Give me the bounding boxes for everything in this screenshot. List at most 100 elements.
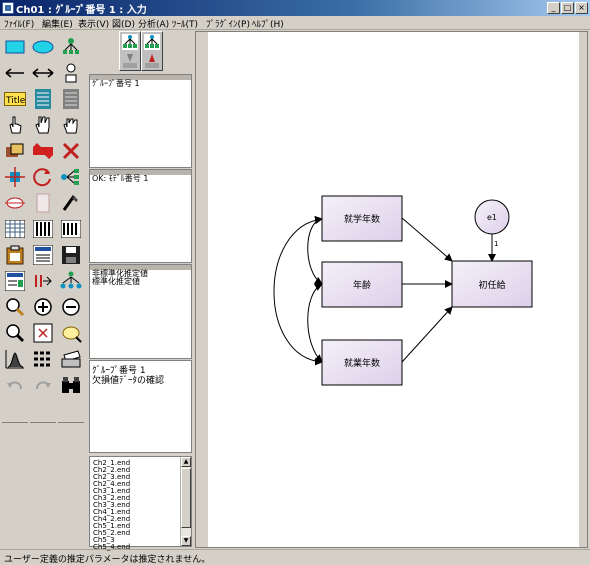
menu-analyze[interactable]: 分析(A)	[138, 20, 170, 30]
touch-up-tool[interactable]	[58, 191, 84, 214]
list-item[interactable]: Ch2_3.end	[93, 473, 131, 481]
save-tool[interactable]	[58, 243, 84, 266]
status-text: ユーザー定義の推定パラメータは推定されません。	[4, 555, 211, 565]
select-all-tool[interactable]	[30, 113, 56, 136]
groups-panel: ｸﾞﾙｰﾌﾟ番号 1	[89, 74, 192, 168]
scroll-thumb[interactable]	[181, 468, 191, 528]
object-properties-tool[interactable]	[2, 269, 28, 292]
scroll-down-arrow[interactable]: ▼	[181, 536, 191, 546]
list-dataset-variables-tool[interactable]	[58, 87, 84, 110]
title-tool-label: Title	[5, 96, 26, 106]
menu-file[interactable]: ﾌｧｲﾙ(F)	[4, 20, 35, 30]
change-shape-tool[interactable]	[2, 165, 28, 188]
view-input-button[interactable]	[119, 31, 141, 71]
list-item[interactable]: Ch2_4.end	[93, 480, 131, 488]
node-education	[321, 195, 403, 242]
list-item[interactable]: Ch3_1.end	[93, 487, 131, 495]
specification-search-tool[interactable]	[58, 373, 84, 396]
minimize-button[interactable]: _	[547, 2, 560, 14]
select-one-tool[interactable]	[2, 113, 28, 136]
scroll-tool[interactable]	[30, 191, 56, 214]
groups-item[interactable]: ｸﾞﾙｰﾌﾟ番号 1	[92, 79, 140, 88]
list-variables-tool[interactable]	[30, 87, 56, 110]
menu-help[interactable]: ﾍﾙﾌﾟ(H)	[252, 20, 284, 30]
files-scrollbar[interactable]: ▲ ▼	[180, 457, 191, 546]
view-output-button[interactable]	[141, 31, 163, 71]
list-item[interactable]: Ch2_1.end	[93, 459, 131, 467]
models-panel: OK: ﾓﾃﾞﾙ番号 1	[89, 169, 192, 263]
clipboard-tool[interactable]	[2, 243, 28, 266]
estimates-panel-bar	[90, 265, 191, 270]
drawing-area[interactable]: 就学年数 年齢 就業年数 初任給 e1 1	[208, 32, 579, 547]
data-files-tool[interactable]	[2, 217, 28, 240]
models-item[interactable]: OK: ﾓﾃﾞﾙ番号 1	[92, 174, 149, 183]
redo-tool[interactable]	[30, 373, 56, 396]
node-tenure	[321, 339, 403, 386]
path-diagram: 就学年数 年齢 就業年数 初任給 e1 1	[273, 195, 533, 386]
move-tool[interactable]	[30, 139, 56, 162]
label-education: 就学年数	[344, 213, 380, 225]
list-item[interactable]: Ch3_3.end	[93, 501, 131, 509]
menu-diagram[interactable]: 図(D)	[112, 20, 135, 30]
rotate-tool[interactable]	[30, 165, 56, 188]
title-tool[interactable]: Title	[2, 87, 28, 110]
node-error	[474, 199, 510, 235]
zoom-out-tool[interactable]	[58, 295, 84, 318]
zoom-in-tool[interactable]	[30, 295, 56, 318]
status-bar: ユーザー定義の推定パラメータは推定されません。	[0, 549, 590, 565]
list-item[interactable]: Ch5_1.end	[93, 522, 131, 530]
menu-edit[interactable]: 編集(E)	[42, 20, 73, 30]
unstandardized-option[interactable]: 非標準化推定値	[92, 269, 148, 278]
rectangle-tool[interactable]	[2, 35, 28, 58]
fit-to-page-tool[interactable]	[30, 321, 56, 344]
double-arrow-tool[interactable]	[30, 61, 56, 84]
menu-bar: ﾌｧｲﾙ(F) 編集(E) 表示(V) 図(D) 分析(A) ﾂｰﾙ(T) ﾌﾟ…	[0, 16, 590, 30]
unique-variable-tool[interactable]	[58, 61, 84, 84]
indicator-tool[interactable]	[58, 35, 84, 58]
menu-view[interactable]: 表示(V)	[78, 20, 110, 30]
preserve-symmetries-tool[interactable]	[58, 269, 84, 292]
models-panel-bar	[90, 170, 191, 175]
toolbox-scroll-1[interactable]	[2, 422, 28, 429]
move-parameter-tool[interactable]	[2, 191, 28, 214]
print-tool[interactable]	[58, 347, 84, 370]
list-item[interactable]: Ch5_3	[93, 536, 115, 544]
groups-panel-bar	[90, 75, 191, 80]
text-output-tool[interactable]	[30, 243, 56, 266]
menu-tools[interactable]: ﾂｰﾙ(T)	[172, 20, 199, 30]
list-item[interactable]: Ch4_1.end	[93, 508, 131, 516]
list-item[interactable]: Ch5_4.end	[93, 543, 131, 551]
maximize-button[interactable]: □	[561, 2, 574, 14]
deselect-all-tool[interactable]	[58, 113, 84, 136]
list-item[interactable]: Ch4_2.end	[93, 515, 131, 523]
reflect-tool[interactable]	[58, 165, 84, 188]
menu-plugins[interactable]: ﾌﾟﾗｸﾞｲﾝ(P)	[206, 20, 250, 30]
analysis-properties-tool[interactable]	[30, 217, 56, 240]
undo-tool[interactable]	[2, 373, 28, 396]
estimates-panel: 非標準化推定値 標準化推定値	[89, 264, 192, 359]
scroll-up-arrow[interactable]: ▲	[181, 457, 191, 467]
covariance-education-age	[307, 216, 323, 285]
standardized-option[interactable]: 標準化推定値	[92, 277, 140, 286]
toolbox-scroll-3[interactable]	[58, 422, 84, 429]
erase-tool[interactable]	[58, 139, 84, 162]
close-button[interactable]: ×	[575, 2, 588, 14]
zoom-page-tool[interactable]	[2, 321, 28, 344]
message-line-2: 欠損値ﾃﾞｰﾀの確認	[92, 376, 165, 386]
zoom-select-tool[interactable]	[2, 295, 28, 318]
files-list[interactable]: Ch2_1.end Ch2_2.end Ch2_3.end Ch2_4.end …	[89, 456, 192, 551]
duplicate-tool[interactable]	[2, 139, 28, 162]
multiple-group-tool[interactable]	[30, 347, 56, 370]
list-item[interactable]: Ch5_2.end	[93, 529, 131, 537]
node-age	[321, 261, 403, 308]
ellipse-tool[interactable]	[30, 35, 56, 58]
list-item[interactable]: Ch3_2.end	[93, 494, 131, 502]
loupe-tool[interactable]	[58, 321, 84, 344]
calculate-estimates-tool[interactable]	[58, 217, 84, 240]
single-arrow-tool[interactable]	[2, 61, 28, 84]
list-item[interactable]: Ch2_2.end	[93, 466, 131, 474]
toolbox-scroll-2[interactable]	[30, 422, 56, 429]
bayesian-tool[interactable]	[2, 347, 28, 370]
path-tenure-salary	[401, 306, 453, 363]
drag-properties-tool[interactable]	[30, 269, 56, 292]
